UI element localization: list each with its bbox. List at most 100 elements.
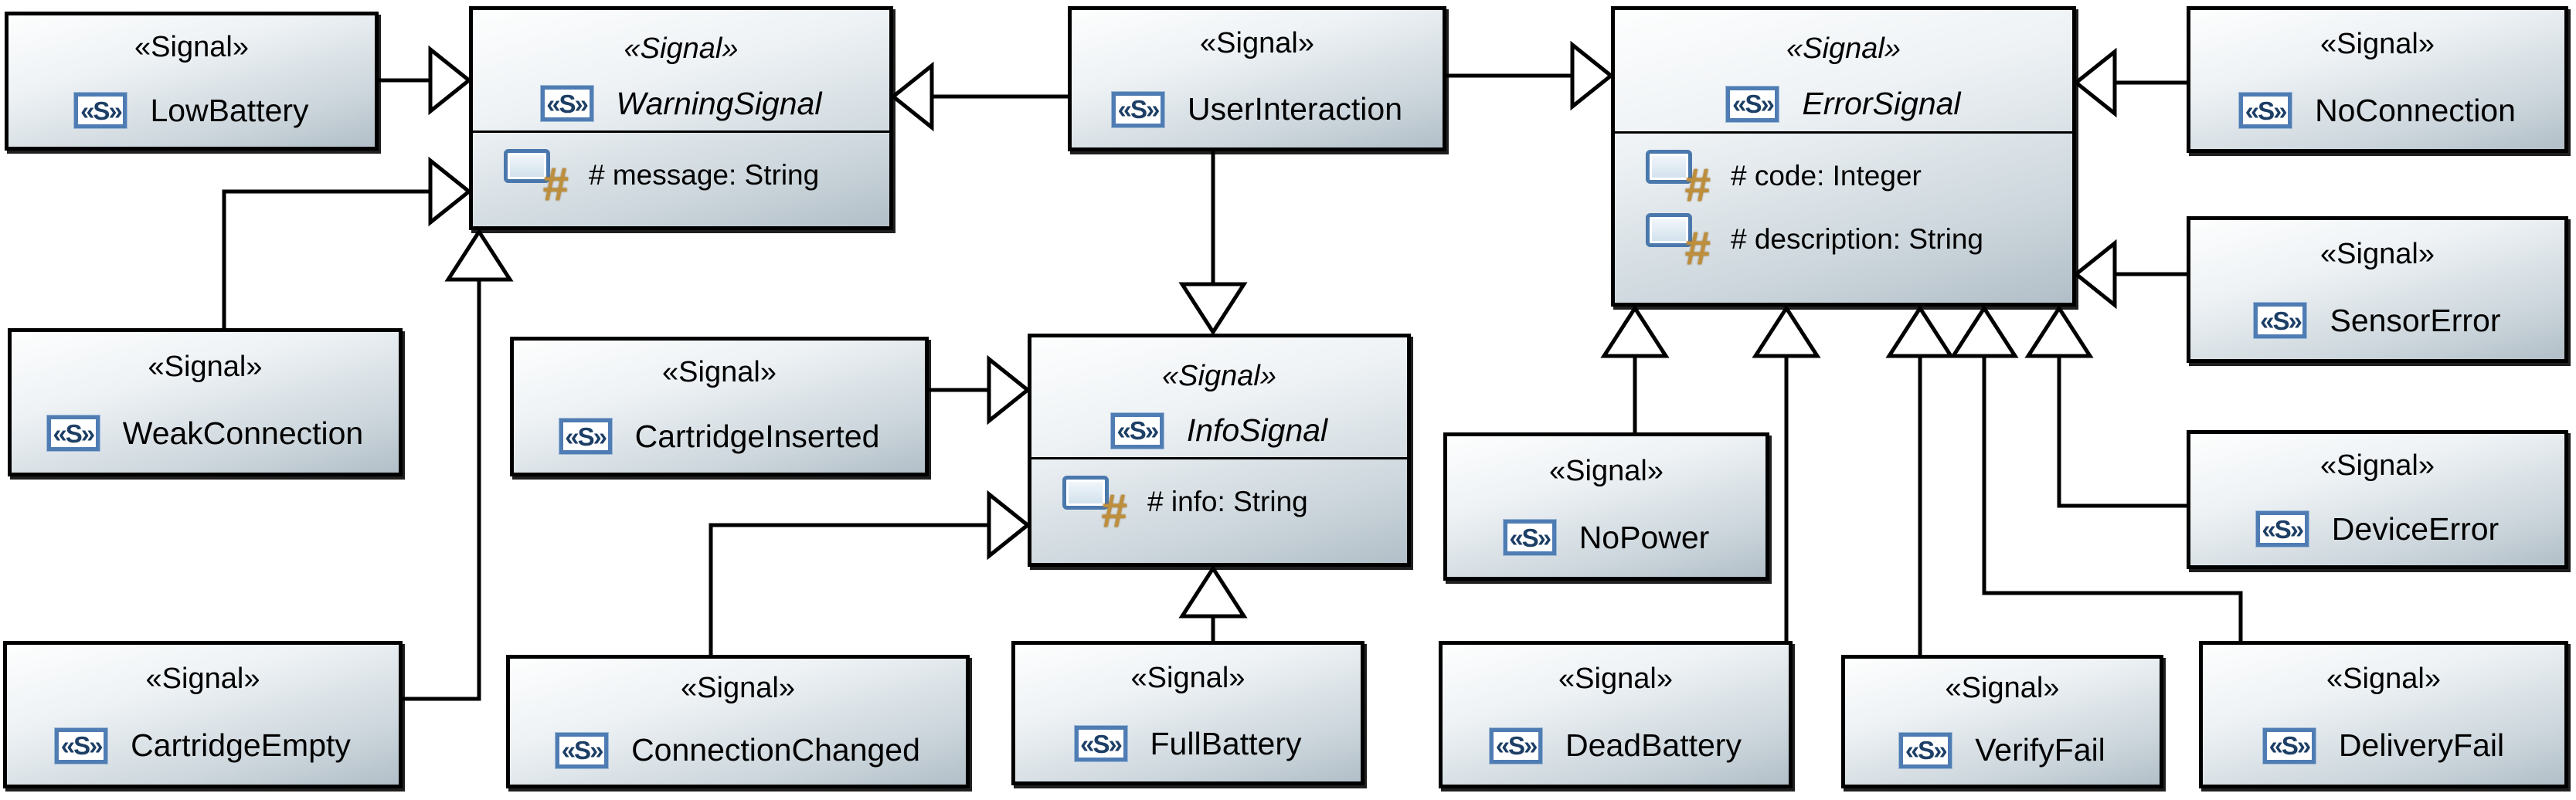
generalization-arrowhead xyxy=(1570,40,1615,111)
class-name: UserInteraction xyxy=(1187,91,1402,127)
stereotype-label: «Signal» xyxy=(1549,454,1664,487)
attribute-text: # message: String xyxy=(589,159,820,191)
attribute-row[interactable]: # # code: Integer xyxy=(1646,144,2072,208)
stereotype-label: «Signal» xyxy=(681,672,795,705)
attribute-row[interactable]: # # description: String xyxy=(1646,208,2072,272)
generalization-arrowhead xyxy=(1885,304,1955,358)
edge-sensorerror-errorsignal[interactable] xyxy=(2072,239,2187,310)
signal-icon: «S» xyxy=(74,93,127,129)
class-deviceerror[interactable]: «Signal» «S» DeviceError xyxy=(2187,430,2568,569)
class-deliveryfail[interactable]: «Signal» «S» DeliveryFail xyxy=(2199,641,2568,788)
stereotype-label: «Signal» xyxy=(662,356,777,388)
class-name: CartridgeEmpty xyxy=(131,727,351,764)
stereotype-label: «Signal» xyxy=(2320,238,2435,270)
property-protected-icon: # xyxy=(1062,476,1127,534)
attribute-row[interactable]: # # info: String xyxy=(1062,470,1407,534)
generalization-arrowhead xyxy=(1949,304,2019,358)
class-weakconnection[interactable]: «Signal» «S» WeakConnection xyxy=(8,328,403,476)
signal-icon: «S» xyxy=(55,727,108,764)
signal-icon: «S» xyxy=(46,415,100,452)
attribute-text: # code: Integer xyxy=(1731,160,1922,192)
signal-icon: «S» xyxy=(1503,520,1556,556)
stereotype-label: «Signal» xyxy=(1200,27,1314,60)
property-protected-icon: # xyxy=(504,149,569,208)
edge-lowbattery-warningsignal[interactable] xyxy=(379,45,473,116)
stereotype-label: «Signal» xyxy=(1558,663,1673,696)
class-lowbattery[interactable]: «Signal» «S» LowBattery xyxy=(5,12,379,151)
signal-icon: «S» xyxy=(2255,511,2309,547)
class-name: ConnectionChanged xyxy=(631,732,920,768)
edge-fullbattery-infosignal[interactable] xyxy=(1178,564,1248,641)
class-sensorerror[interactable]: «Signal» «S» SensorError xyxy=(2187,216,2568,363)
stereotype-label: «Signal» xyxy=(1786,32,1901,65)
signal-icon: «S» xyxy=(1726,86,1779,122)
edge-userinteraction-errorsignal[interactable] xyxy=(1446,40,1615,111)
stereotype-label: «Signal» xyxy=(1945,672,2060,705)
property-protected-icon: # xyxy=(1646,213,1711,272)
class-name: InfoSignal xyxy=(1186,412,1328,448)
class-connectionchanged[interactable]: «Signal» «S» ConnectionChanged xyxy=(506,655,970,788)
class-cartridgeinserted[interactable]: «Signal» «S» CartridgeInserted xyxy=(510,337,929,476)
edge-cartridgeinserted-infosignal[interactable] xyxy=(929,354,1031,425)
class-deadbattery[interactable]: «Signal» «S» DeadBattery xyxy=(1439,641,1793,788)
class-fullbattery[interactable]: «Signal» «S» FullBattery xyxy=(1011,641,1364,785)
generalization-arrowhead xyxy=(1600,304,1670,358)
class-name: DeviceError xyxy=(2331,510,2500,547)
stereotype-label: «Signal» xyxy=(148,350,263,383)
signal-icon: «S» xyxy=(1490,727,1543,764)
signal-icon: «S» xyxy=(2239,93,2292,128)
attribute-text: # info: String xyxy=(1147,486,1308,517)
edge-cartridgeempty-warningsignal[interactable] xyxy=(403,228,514,701)
edge-connectionchanged-infosignal[interactable] xyxy=(709,490,1031,655)
signal-icon: «S» xyxy=(556,732,609,768)
class-verifyfail[interactable]: «Signal» «S» VerifyFail xyxy=(1841,655,2163,788)
edge-deliveryfail-errorsignal[interactable] xyxy=(1949,304,2243,641)
property-protected-icon: # xyxy=(1646,150,1711,208)
stereotype-label: «Signal» xyxy=(624,32,739,65)
edge-userinteraction-warningsignal[interactable] xyxy=(889,61,1068,132)
generalization-arrowhead xyxy=(444,228,514,282)
signal-icon: «S» xyxy=(1111,91,1164,127)
attribute-row[interactable]: # # message: String xyxy=(504,144,889,208)
stereotype-label: «Signal» xyxy=(2326,663,2441,696)
edge-deviceerror-errorsignal[interactable] xyxy=(2024,304,2187,508)
edge-nopower-errorsignal[interactable] xyxy=(1600,304,1670,432)
edge-verifyfail-errorsignal[interactable] xyxy=(1885,304,1955,655)
signal-icon: «S» xyxy=(2262,727,2316,764)
generalization-arrowhead xyxy=(987,490,1031,561)
class-userinteraction[interactable]: «Signal» «S» UserInteraction xyxy=(1068,6,1446,151)
class-name: DeliveryFail xyxy=(2338,727,2505,764)
generalization-arrowhead xyxy=(428,45,473,116)
class-cartridgeempty[interactable]: «Signal» «S» CartridgeEmpty xyxy=(3,641,403,788)
edge-weakconnection-warningsignal[interactable] xyxy=(222,156,473,328)
signal-icon: «S» xyxy=(1110,412,1164,449)
class-name: VerifyFail xyxy=(1975,732,2105,768)
edge-deadbattery-errorsignal[interactable] xyxy=(1752,304,1821,641)
class-name: CartridgeInserted xyxy=(634,418,880,454)
class-name: WarningSignal xyxy=(616,85,822,121)
edge-userinteraction-infosignal[interactable] xyxy=(1178,151,1248,336)
class-name: NoPower xyxy=(1579,519,1710,555)
class-name: SensorError xyxy=(2330,302,2501,338)
compartment-divider xyxy=(1615,131,2072,134)
stereotype-label: «Signal» xyxy=(145,663,260,696)
class-infosignal[interactable]: «Signal» «S» InfoSignal # # info: String xyxy=(1028,334,1411,567)
generalization-arrowhead xyxy=(2072,239,2117,310)
signal-icon: «S» xyxy=(1074,726,1127,761)
class-noconnection[interactable]: «Signal» «S» NoConnection xyxy=(2187,6,2568,153)
class-warningsignal[interactable]: «Signal» «S» WarningSignal # # message: … xyxy=(469,6,893,230)
generalization-arrowhead xyxy=(428,156,473,227)
stereotype-label: «Signal» xyxy=(2320,28,2435,60)
generalization-arrowhead xyxy=(1178,564,1248,619)
edge-noconnection-errorsignal[interactable] xyxy=(2072,47,2187,118)
generalization-arrowhead xyxy=(2072,47,2117,118)
generalization-arrowhead xyxy=(889,61,934,132)
class-name: LowBattery xyxy=(150,92,309,128)
class-nopower[interactable]: «Signal» «S» NoPower xyxy=(1443,432,1769,581)
signal-icon: «S» xyxy=(540,86,593,121)
class-name: WeakConnection xyxy=(122,415,364,451)
stereotype-label: «Signal» xyxy=(1130,662,1246,694)
class-errorsignal[interactable]: «Signal» «S» ErrorSignal # # code: Integ… xyxy=(1611,6,2076,307)
